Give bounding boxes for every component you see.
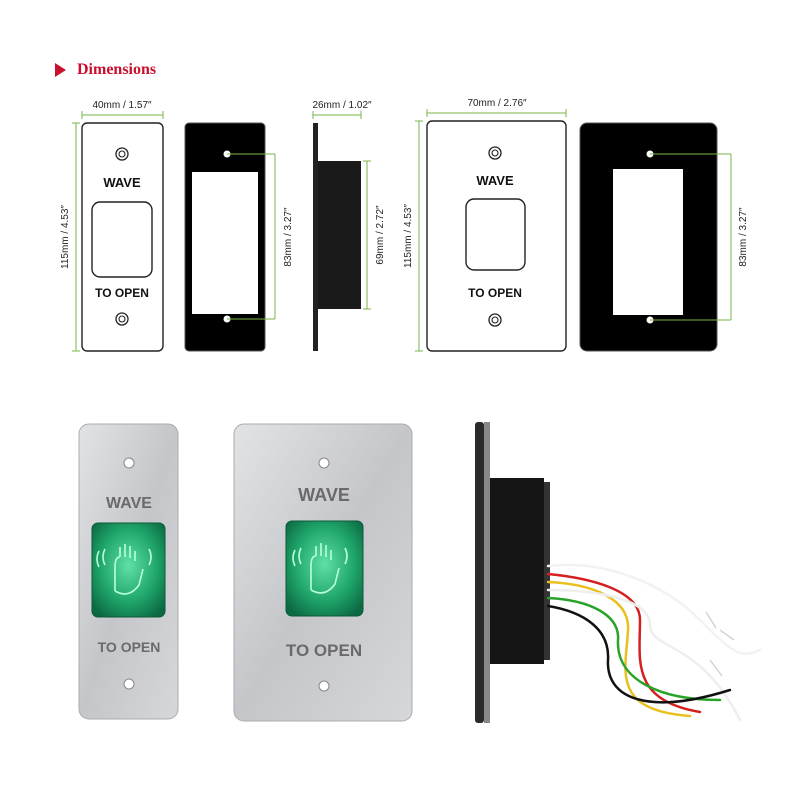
wide-switch-photo: WAVE TO OPEN bbox=[233, 423, 413, 722]
hand-wave-icon bbox=[292, 543, 348, 594]
sensor-window bbox=[465, 198, 526, 271]
side-view-photo bbox=[475, 422, 762, 723]
screw-icon bbox=[123, 678, 135, 690]
wide-back-drawing: 83mm / 3.27″ bbox=[579, 122, 749, 352]
hand-wave-icon bbox=[96, 544, 152, 595]
narrow-photo-top-text: WAVE bbox=[106, 495, 152, 512]
wide-photo-top-text: WAVE bbox=[298, 485, 350, 505]
narrow-front-top-text: WAVE bbox=[103, 175, 141, 190]
section-title: Dimensions bbox=[77, 61, 157, 78]
side-depth-label: 26mm / 1.02″ bbox=[312, 100, 372, 111]
screw-hole-icon bbox=[488, 146, 502, 160]
sensor-window bbox=[91, 201, 153, 278]
wide-hole-spacing-label: 83mm / 3.27″ bbox=[738, 207, 749, 267]
narrow-hole-spacing-label: 83mm / 3.27″ bbox=[283, 207, 294, 267]
narrow-front-drawing: WAVE TO OPEN 40mm / 1.57″ 115mm / 4.53″ bbox=[60, 100, 164, 352]
wide-front-drawing: WAVE TO OPEN 70mm / 2.76″ 115mm / 4.53″ bbox=[403, 98, 567, 352]
screw-hole-icon bbox=[488, 313, 502, 327]
narrow-back-drawing: 83mm / 3.27″ bbox=[184, 122, 294, 352]
header-arrow-icon bbox=[55, 63, 66, 77]
narrow-height-label: 115mm / 4.53″ bbox=[60, 205, 71, 269]
screw-hole-icon bbox=[115, 147, 129, 161]
narrow-width-label: 40mm / 1.57″ bbox=[92, 100, 152, 111]
wide-photo-bottom-text: TO OPEN bbox=[286, 641, 362, 660]
screw-icon bbox=[123, 457, 135, 469]
wire-bundle bbox=[546, 563, 762, 722]
screw-hole-icon bbox=[115, 312, 129, 326]
screw-icon bbox=[318, 680, 330, 692]
narrow-front-bottom-text: TO OPEN bbox=[95, 286, 149, 300]
wide-front-bottom-text: TO OPEN bbox=[468, 286, 522, 300]
side-body-height-label: 69mm / 2.72″ bbox=[375, 205, 386, 265]
side-drawing: 26mm / 1.02″ 69mm / 2.72″ bbox=[312, 100, 386, 351]
narrow-photo-bottom-text: TO OPEN bbox=[98, 639, 161, 655]
wide-front-top-text: WAVE bbox=[476, 173, 514, 188]
wide-height-label: 115mm / 4.53″ bbox=[403, 204, 414, 268]
wide-width-label: 70mm / 2.76″ bbox=[467, 98, 527, 109]
narrow-switch-photo: WAVE TO OPEN bbox=[78, 423, 179, 720]
screw-icon bbox=[318, 457, 330, 469]
